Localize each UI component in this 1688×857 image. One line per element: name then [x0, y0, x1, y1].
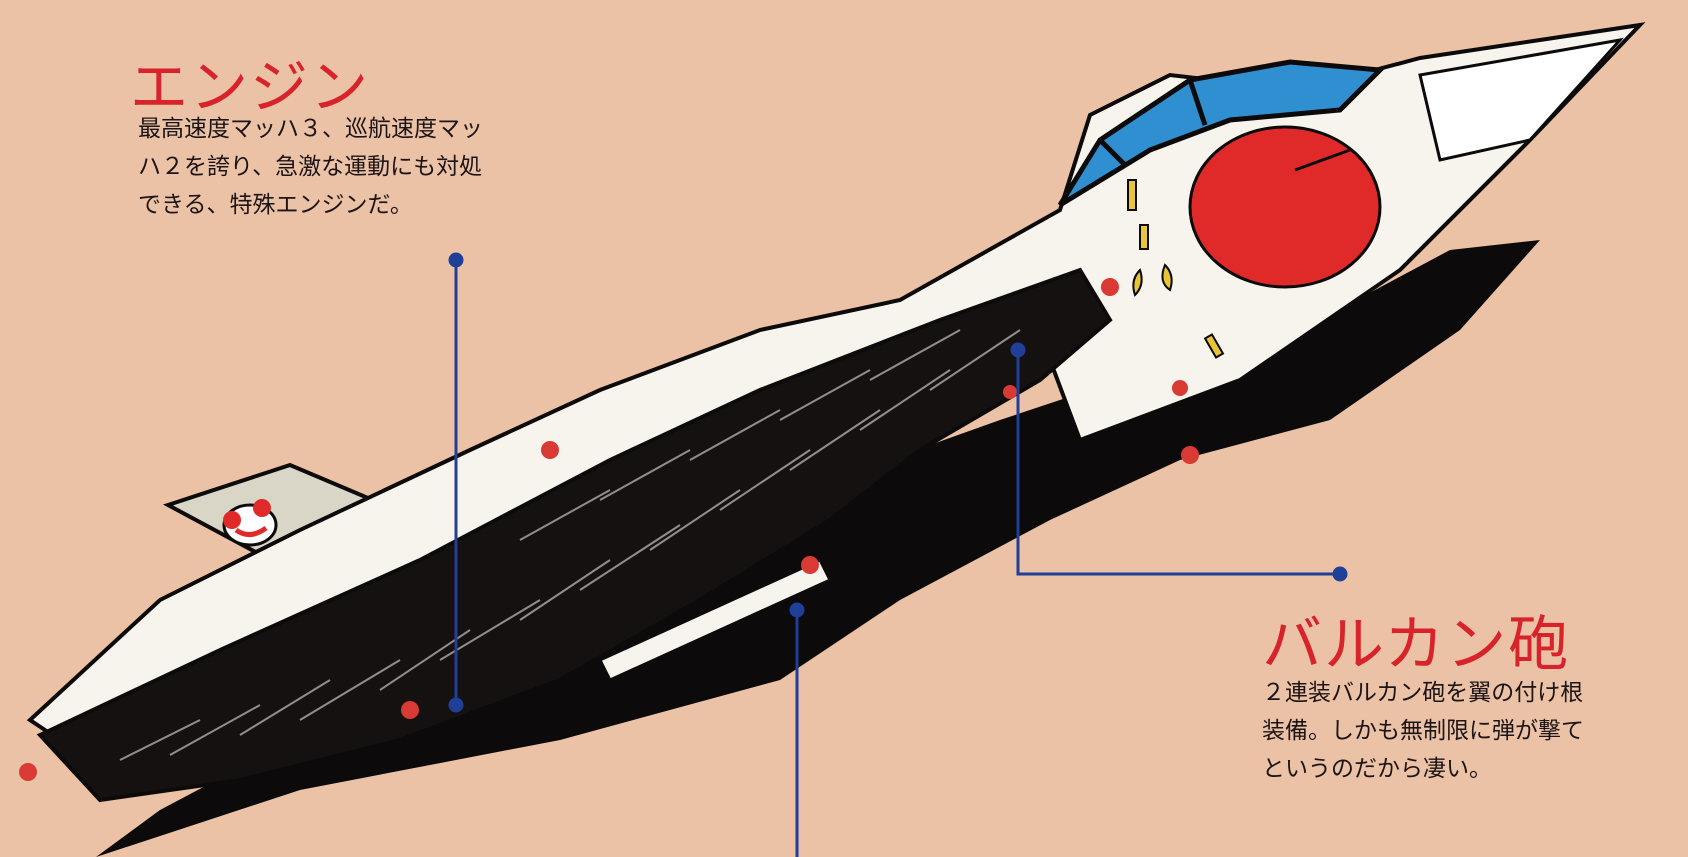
vulcan-description-line: ２連装バルカン砲を翼の付け根 — [1262, 680, 1584, 706]
tail-emblem — [222, 499, 278, 547]
engine-description-line: ハ２を誇り、急激な運動にも対処 — [138, 154, 483, 180]
cockpit-canopy — [1057, 59, 1386, 208]
engine-leader-line — [448, 252, 464, 713]
vulcan-callout-description: ２連装バルカン砲を翼の付け根 装備。しかも無制限に弾が撃て というのだから凄い。 — [1262, 674, 1584, 788]
vulcan-description-line: 装備。しかも無制限に弾が撃て — [1262, 718, 1584, 744]
engine-callout-description: 最高速度マッハ３、巡航速度マッ ハ２を誇り、急激な運動にも対処 できる、特殊エン… — [138, 110, 483, 224]
engine-callout-title: エンジン — [130, 53, 371, 121]
main-wing — [36, 267, 1113, 803]
roundel-marking — [1188, 125, 1382, 289]
nose-cone — [1418, 37, 1625, 162]
engine-description-line: 最高速度マッハ３、巡航速度マッ — [138, 116, 483, 142]
hull-rivets — [19, 278, 1199, 781]
vulcan-leader-line — [1010, 342, 1348, 582]
vulcan-description-line: というのだから凄い。 — [1262, 756, 1492, 782]
vulcan-callout-title: バルカン砲 — [1262, 610, 1571, 680]
engine-description-line: できる、特殊エンジンだ。 — [138, 192, 413, 218]
intake-markings — [1127, 179, 1225, 359]
gun-pod — [597, 558, 833, 682]
pod-leader-line — [789, 602, 805, 857]
